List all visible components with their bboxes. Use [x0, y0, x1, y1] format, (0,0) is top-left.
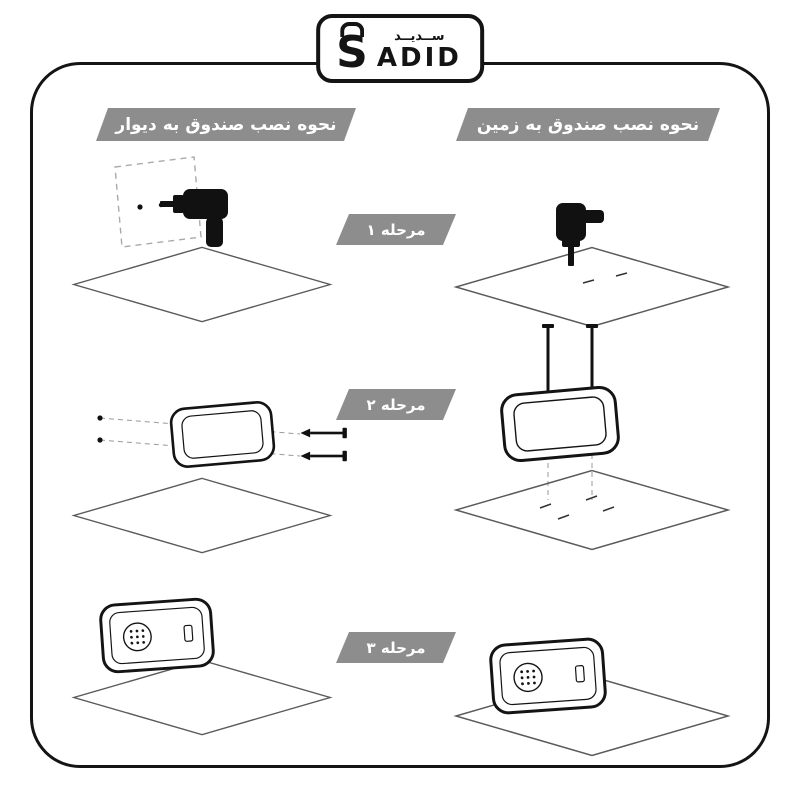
- floor-install-title: نحوه نصب صندوق به زمین: [476, 114, 700, 135]
- safe-icon: [168, 399, 277, 470]
- wall-drill-marking: [114, 156, 202, 248]
- wall-anchor-dot: [97, 415, 103, 421]
- lock-shackle-icon: [340, 22, 365, 37]
- screw-icon: [300, 450, 347, 462]
- step-2-banner: مرحله ۲: [336, 389, 456, 420]
- safe-icon: [98, 596, 216, 675]
- step-3-label: مرحله ۳: [366, 638, 426, 657]
- brand-name-persian: ســدیــد: [394, 29, 445, 45]
- step-1-label: مرحله ۱: [366, 220, 426, 239]
- brand-name-block: ســدیــد ADID: [377, 30, 462, 71]
- floor-plane-diamond: [73, 477, 331, 554]
- step-2-label: مرحله ۲: [366, 395, 426, 414]
- safe-icon: [498, 384, 622, 464]
- floor-step1-illustration: [455, 203, 729, 328]
- drill-hole-marks: [582, 272, 628, 284]
- drill-hole-marks: [539, 495, 615, 520]
- step-1-banner: مرحله ۱: [336, 214, 456, 245]
- wall-step1-illustration: [73, 156, 331, 323]
- floor-step3-illustration: [455, 636, 729, 757]
- brand-name-latin: ADID: [376, 43, 462, 74]
- screw-icon: [300, 427, 347, 439]
- wall-step3-illustration: [73, 596, 331, 736]
- wall-step2-illustration: [73, 399, 347, 554]
- brand-initial: S: [336, 27, 368, 78]
- step-3-banner: مرحله ۳: [336, 632, 456, 663]
- wall-anchor-dot: [97, 437, 103, 443]
- floor-plane-diamond: [455, 246, 729, 328]
- floor-plane-diamond: [73, 246, 331, 323]
- brand-logo: S ســدیــد ADID: [316, 14, 484, 84]
- wall-install-title: نحوه نصب صندوق به دیوار: [115, 114, 337, 135]
- floor-install-header: نحوه نصب صندوق به زمین: [456, 108, 720, 141]
- drill-hole-dot: [137, 204, 143, 210]
- lock-s-icon: S: [336, 22, 368, 78]
- safe-icon: [488, 636, 608, 716]
- wall-install-header: نحوه نصب صندوق به دیوار: [96, 108, 356, 141]
- floor-step2-illustration: [455, 324, 729, 551]
